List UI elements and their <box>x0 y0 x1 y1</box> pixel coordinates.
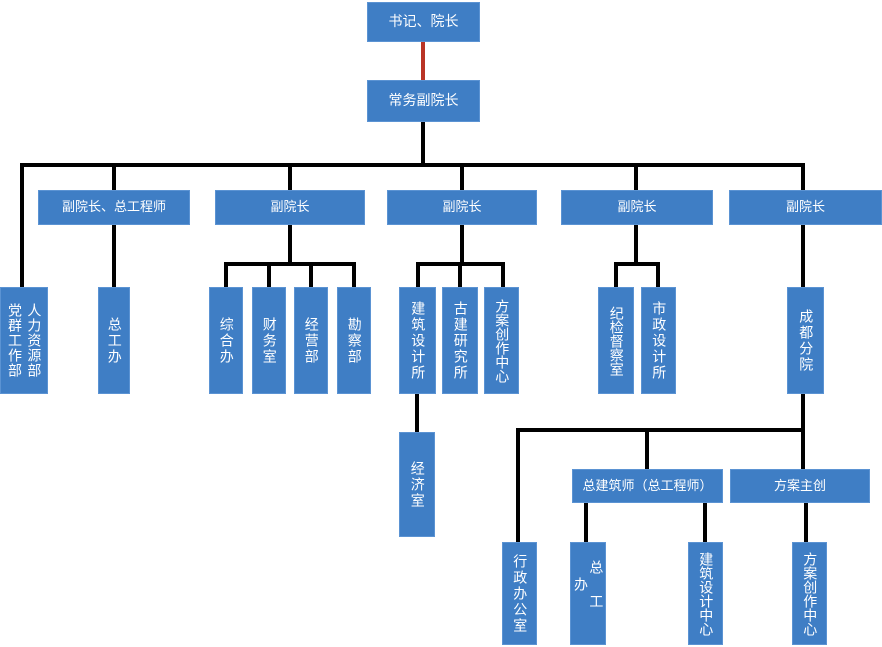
connector-rail-business <box>309 262 313 287</box>
node-vp-4: 副院长 <box>561 190 713 225</box>
connector-trunk-vp4 <box>634 163 638 190</box>
node-survey-dept: 勘察部 <box>337 287 371 394</box>
connector-vp1-chief-engineer-office <box>112 225 116 287</box>
node-chengdu-chief-engineer-office: 总工办 <box>570 542 606 645</box>
node-party-masses-dept: 党群工作部 <box>7 303 23 378</box>
connector-vp4-stem <box>634 225 638 266</box>
node-chengdu-admin-office: 行政办公室 <box>502 542 537 645</box>
node-chief-engineer-office: 总工办 <box>98 287 130 394</box>
connector-rail-architecture-design <box>416 262 420 287</box>
node-finance-office: 财务室 <box>252 287 286 394</box>
connector-rail-ancient-architecture <box>458 262 462 287</box>
connector-trunk <box>20 163 805 167</box>
node-business-dept: 经营部 <box>294 287 328 394</box>
connector-architecture-design-economy <box>415 394 419 432</box>
connector-scheme-lead-creation-center <box>804 503 808 542</box>
connector-trunk-vp2 <box>288 163 292 190</box>
connector-trunk-left-depts <box>20 163 24 287</box>
node-discipline-inspection-office: 纪检督察室 <box>598 287 634 394</box>
connector-trunk-vp5 <box>801 163 805 190</box>
node-vp-5: 副院长 <box>729 190 882 225</box>
node-chengdu-branch: 成都分院 <box>787 287 824 394</box>
node-ancient-architecture-institute: 古建研究所 <box>442 287 478 394</box>
connector-trunk-vp3 <box>460 163 464 190</box>
node-municipal-design-institute: 市政设计所 <box>641 287 676 394</box>
node-general-affairs-office: 综合办 <box>209 287 243 394</box>
node-vp-2: 副院长 <box>215 190 365 225</box>
connector-vp3-stem <box>460 225 464 266</box>
connector-vp4-rail <box>614 262 660 266</box>
connector-rail-admin-office <box>516 428 520 542</box>
node-chengdu-scheme-lead: 方案主创 <box>730 469 870 503</box>
connector-rail-survey <box>352 262 356 287</box>
connector-chief-architect-design-center <box>703 503 707 542</box>
node-vp-chief-engineer: 副院长、总工程师 <box>38 190 190 225</box>
node-hr-dept: 人力资源部 <box>26 303 43 378</box>
node-scheme-creation-center: 方案创作中心 <box>484 287 519 394</box>
node-chengdu-architecture-design-center: 建筑设计中心 <box>688 542 723 645</box>
node-chengdu-scheme-creation-center: 方案创作中心 <box>792 542 827 645</box>
connector-vp2-rail <box>224 262 356 266</box>
node-executive-vice-president: 常务副院长 <box>367 80 480 122</box>
connector-rail-scheme-creation <box>501 262 505 287</box>
node-president: 书记、院长 <box>367 2 480 42</box>
node-chengdu-chief-architect: 总建筑师（总工程师） <box>572 469 723 503</box>
node-left-depts-group: 党群工作部 人力资源部 <box>0 287 48 394</box>
node-vp-3: 副院长 <box>387 190 537 225</box>
connector-rail-discipline-inspection <box>614 262 618 287</box>
connector-vp2-stem <box>288 225 292 266</box>
connector-president-execvp <box>421 42 425 80</box>
connector-rail-finance <box>267 262 271 287</box>
node-architecture-design-institute: 建筑设计所 <box>399 287 436 394</box>
connector-rail-municipal-design <box>656 262 660 287</box>
connector-chengdu-rail <box>516 428 805 432</box>
connector-execvp-trunk <box>421 122 425 167</box>
connector-trunk-vp1 <box>112 163 116 190</box>
connector-chief-architect-engineer-office <box>584 503 588 542</box>
connector-rail-chief-architect <box>645 428 649 469</box>
node-economy-office: 经济室 <box>399 432 435 537</box>
connector-vp5-chengdu-branch <box>801 225 805 287</box>
connector-rail-general-affairs <box>224 262 228 287</box>
